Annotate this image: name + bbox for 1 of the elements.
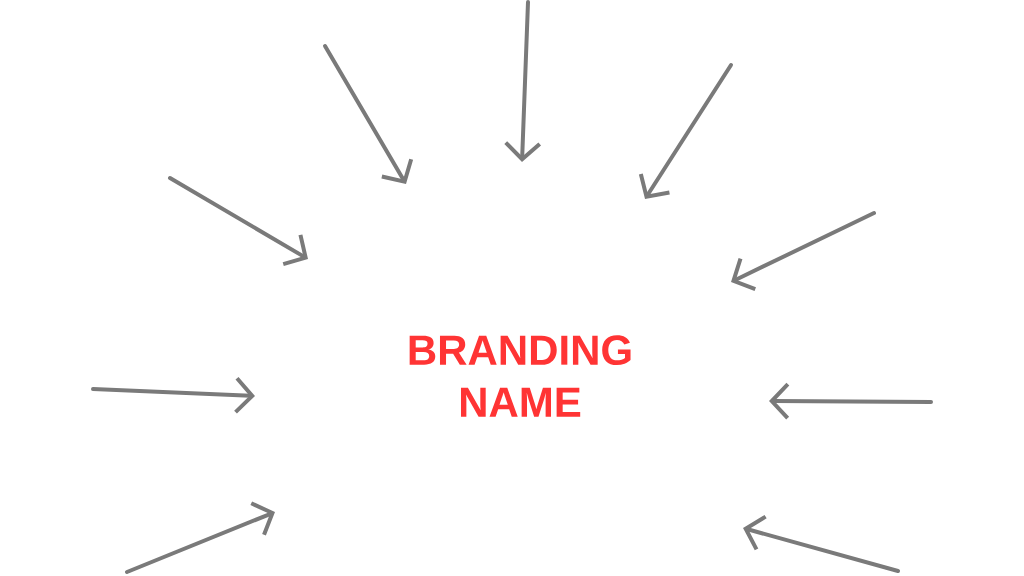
heading: BRANDING NAME (409, 335, 631, 417)
